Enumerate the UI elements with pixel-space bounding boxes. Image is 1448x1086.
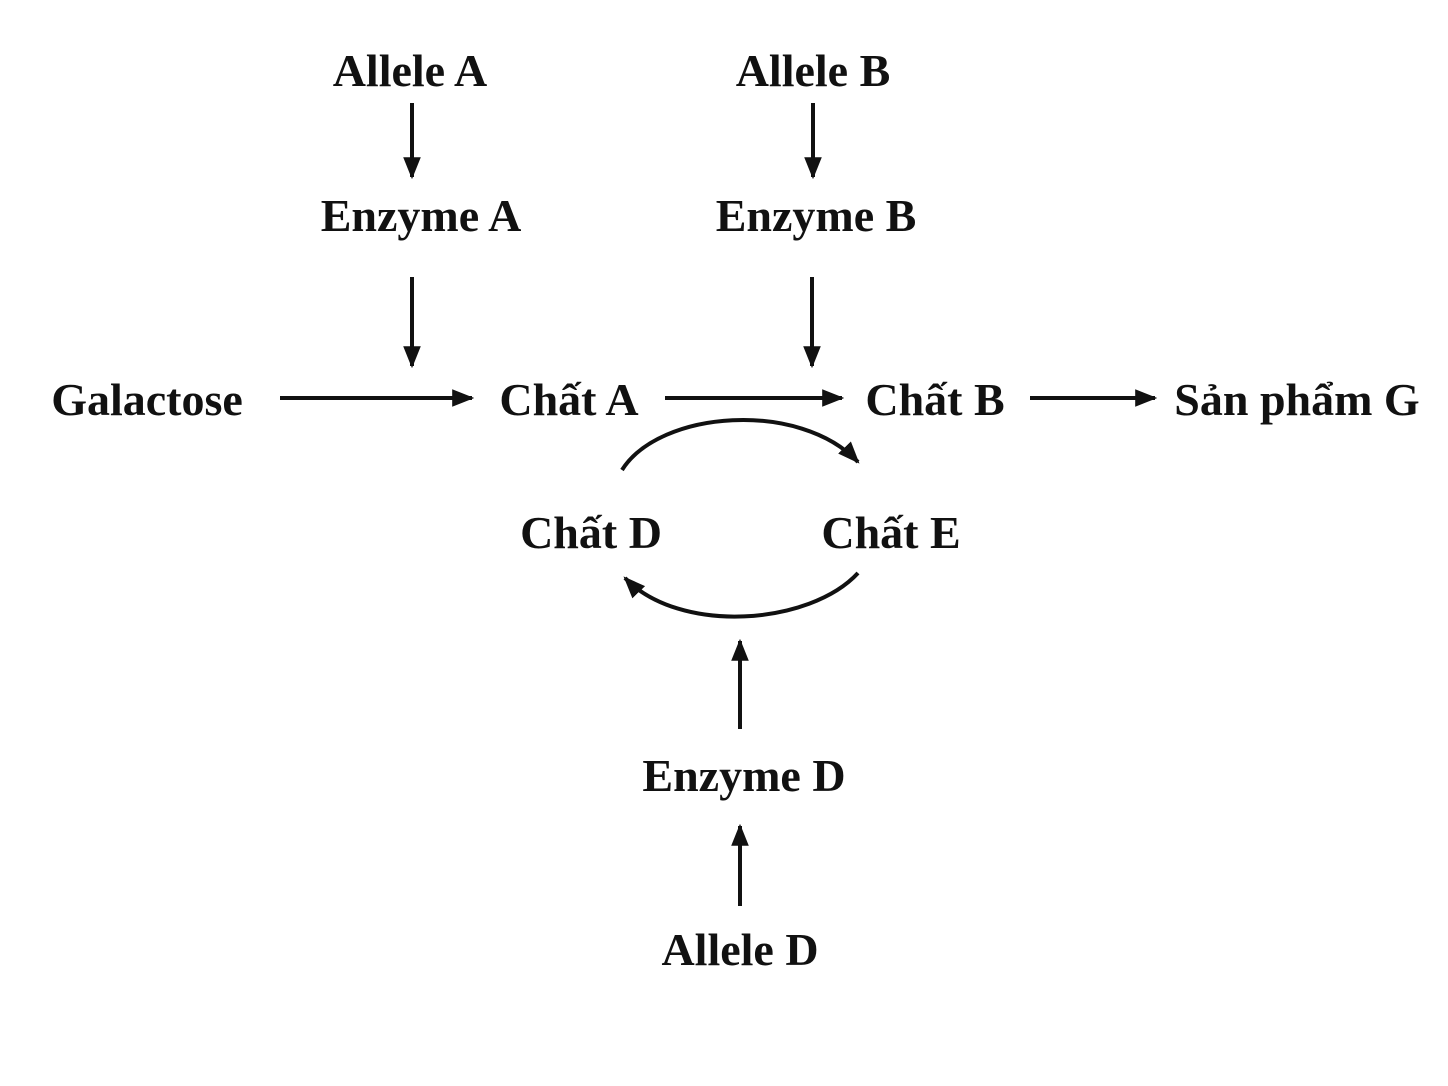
node-chat-a: Chất A	[499, 374, 638, 425]
node-allele-b: Allele B	[736, 45, 891, 96]
node-chat-e: Chất E	[821, 507, 960, 558]
node-san-pham-g: Sản phẩm G	[1174, 374, 1419, 425]
node-chat-d: Chất D	[520, 507, 662, 558]
arrow-cycle-chat-e-to-chat-d	[623, 571, 860, 619]
arrow-cycle-chat-d-to-chat-e	[620, 418, 860, 472]
node-chat-b: Chất B	[865, 374, 1004, 425]
node-galactose: Galactose	[51, 374, 243, 425]
node-enzyme-a: Enzyme A	[321, 190, 522, 241]
node-enzyme-d: Enzyme D	[642, 750, 845, 801]
node-allele-a: Allele A	[333, 45, 488, 96]
node-allele-d: Allele D	[661, 924, 818, 975]
node-enzyme-b: Enzyme B	[716, 190, 917, 241]
